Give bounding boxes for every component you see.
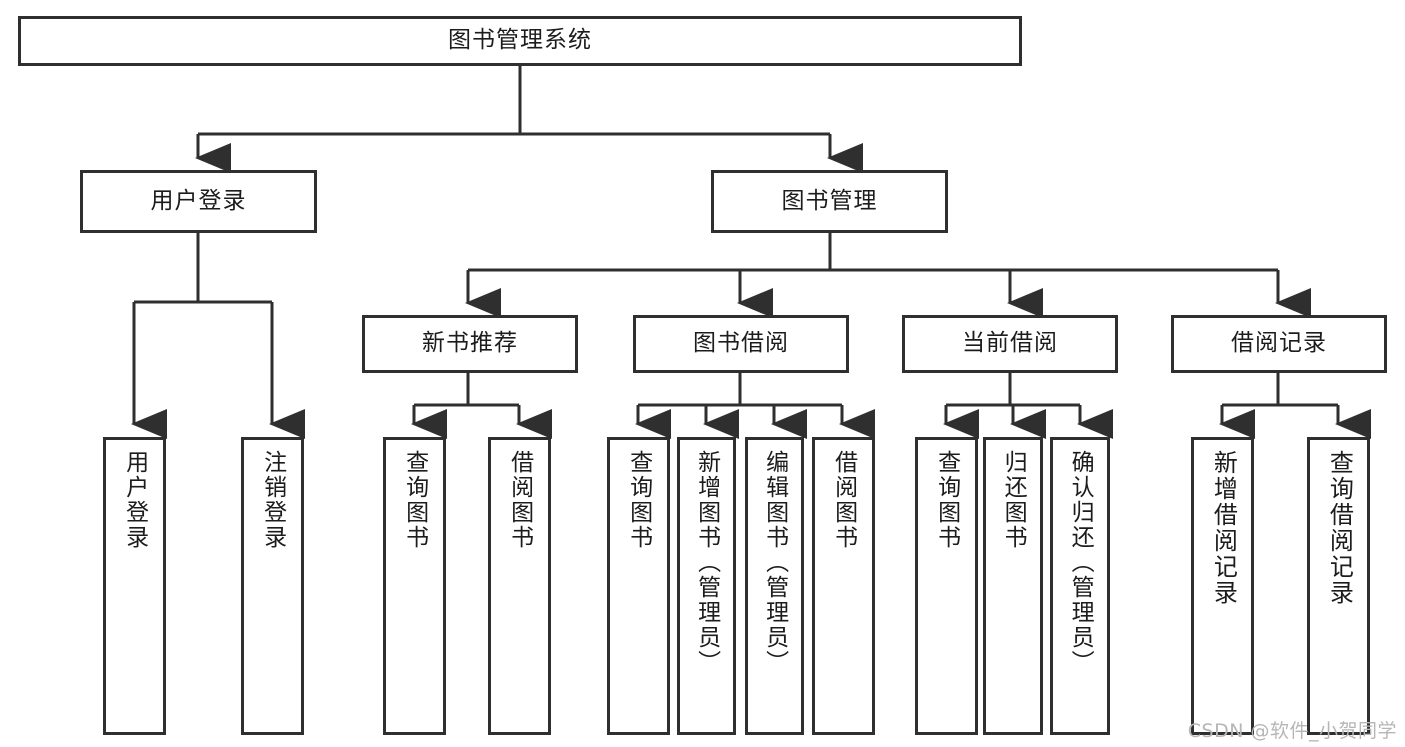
leaf-borrow-record-query[interactable]: 查询借阅记录	[1307, 437, 1370, 735]
leaf-book-borrow-edit[interactable]: 编辑图书（管理员）	[745, 437, 804, 735]
node-book-borrow[interactable]: 图书借阅	[633, 315, 849, 373]
node-new-book-recommend[interactable]: 新书推荐	[362, 315, 578, 373]
node-borrow-record[interactable]: 借阅记录	[1171, 315, 1387, 373]
leaf-label: 新增借阅记录	[1209, 450, 1238, 606]
leaf-borrow-record-add[interactable]: 新增借阅记录	[1191, 437, 1254, 735]
leaf-label: 用户登录	[121, 450, 148, 550]
leaf-current-borrow-return[interactable]: 归还图书	[983, 437, 1043, 735]
leaf-label: 新增图书（管理员）	[693, 450, 720, 675]
leaf-current-borrow-confirm[interactable]: 确认归还（管理员）	[1050, 437, 1110, 735]
leaf-label: 查询图书	[401, 450, 428, 550]
node-user-login-label: 用户登录	[150, 187, 247, 214]
leaf-book-borrow-borrow[interactable]: 借阅图书	[812, 437, 875, 735]
leaf-book-borrow-add[interactable]: 新增图书（管理员）	[677, 437, 736, 735]
node-user-login[interactable]: 用户登录	[80, 170, 317, 233]
node-book-management[interactable]: 图书管理	[711, 170, 948, 233]
node-root-label: 图书管理系统	[448, 27, 592, 54]
leaf-book-borrow-query[interactable]: 查询图书	[607, 437, 670, 735]
leaf-label: 借阅图书	[506, 450, 533, 550]
leaf-user-login-logout[interactable]: 注销登录	[241, 437, 304, 735]
leaf-label: 归还图书	[1000, 450, 1027, 550]
leaf-label: 查询图书	[933, 450, 960, 550]
watermark: CSDN @软件_小贺同学	[1187, 720, 1397, 742]
leaf-label: 查询借阅记录	[1325, 450, 1354, 606]
leaf-label: 查询图书	[625, 450, 652, 550]
leaf-label: 编辑图书（管理员）	[761, 450, 788, 675]
leaf-label: 借阅图书	[830, 450, 857, 550]
leaf-label: 确认归还（管理员）	[1067, 450, 1094, 675]
node-book-borrow-label: 图书借阅	[693, 330, 789, 357]
leaf-user-login-login[interactable]: 用户登录	[103, 437, 166, 735]
node-book-management-label: 图书管理	[781, 187, 878, 214]
leaf-label: 注销登录	[259, 450, 286, 550]
leaf-new-book-borrow[interactable]: 借阅图书	[488, 437, 551, 735]
node-current-borrow[interactable]: 当前借阅	[902, 315, 1118, 373]
node-root[interactable]: 图书管理系统	[18, 16, 1022, 66]
node-new-book-recommend-label: 新书推荐	[422, 330, 518, 357]
leaf-new-book-query[interactable]: 查询图书	[383, 437, 446, 735]
node-current-borrow-label: 当前借阅	[962, 330, 1058, 357]
leaf-current-borrow-query[interactable]: 查询图书	[915, 437, 978, 735]
node-borrow-record-label: 借阅记录	[1231, 330, 1327, 357]
